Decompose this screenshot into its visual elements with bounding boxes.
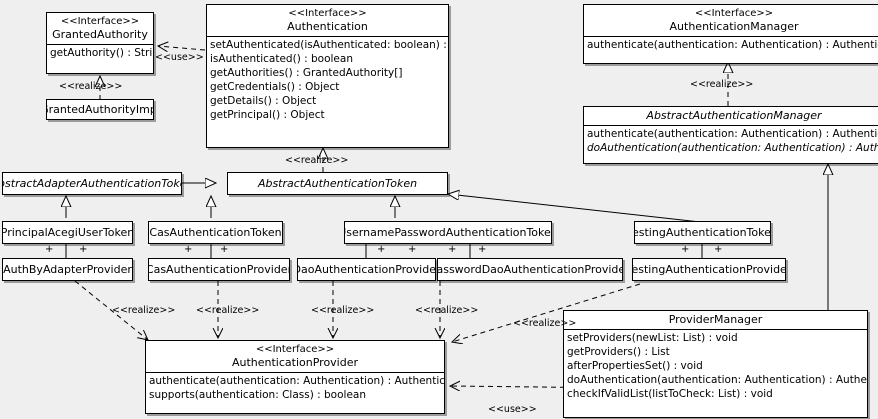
class-name: ProviderManager [668,313,763,326]
class-name: DaoAuthenticationProvider [297,262,436,276]
multiplicity-marker: + [184,244,193,255]
operations-compartment: setProviders(newList: List) : void getPr… [564,330,867,402]
class-name: PasswordDaoAuthenticationProvider [437,262,623,276]
operation-row: setProviders(newList: List) : void [567,332,738,344]
stereotype-label: <<Interface>> [60,16,140,27]
multiplicity-marker: + [45,244,54,255]
class-testing-authentication-provider[interactable]: TestingAuthenticationProvider [632,258,786,281]
operation-row: authenticate(authentication: Authenticat… [587,39,878,51]
edge-label-realize-auth-by-adapter-provider: <<realize>> [112,305,176,316]
class-username-password-authentication-token[interactable]: UsernamePasswordAuthenticationToken [344,221,552,244]
class-name: UsernamePasswordAuthenticationToken [344,225,552,239]
class-testing-authentication-token[interactable]: TestingAuthenticationToken [634,221,771,244]
operation-row: getDetails() : Object [210,95,317,107]
operation-row: supports(authentication: Class) : boolea… [149,389,366,401]
class-auth-by-adapter-provider[interactable]: AuthByAdapterProvider [2,258,133,281]
operations-compartment: authenticate(authentication: Authenticat… [146,373,444,403]
class-header: AbstractAuthenticationManager [584,107,878,126]
operation-row: checkIfValidList(listToCheck: List) : vo… [567,388,773,400]
operations-compartment: setAuthenticated(isAuthenticated: boolea… [207,37,448,123]
edge-label-realize-authtoken-authentication: <<realize>> [285,155,349,166]
operation-row: doAuthentication(authentication: Authent… [587,142,878,154]
class-header: <<Interface>> AuthenticationManager [584,5,878,37]
class-authentication-manager[interactable]: <<Interface>> AuthenticationManager auth… [583,4,878,64]
class-name: CasAuthenticationToken [149,225,282,239]
class-header: ProviderManager [564,311,867,330]
class-header: <<Interface>> AuthenticationProvider [146,341,444,373]
operations-compartment: getAuthority() : String [47,45,153,61]
edge-label-realize-password-dao-authentication-provider: <<realize>> [415,305,479,316]
multiplicity-marker: + [448,244,457,255]
multiplicity-marker: + [79,244,88,255]
multiplicity-marker: + [714,244,723,255]
class-cas-authentication-provider[interactable]: CasAuthenticationProvider [148,258,290,281]
class-name: GrantedAuthority [52,28,148,41]
operation-row: afterPropertiesSet() : void [567,360,703,372]
class-abstract-authentication-token[interactable]: AbstractAuthenticationToken [227,172,448,195]
class-name: AbstractAdapterAuthenticationToken [3,176,181,190]
class-name: AuthenticationProvider [231,356,359,369]
edge-label-realize-provider-manager: <<realize>> [513,318,577,329]
class-name: GrantedAuthorityImpl [46,102,154,116]
edge-label-use-authentication-grantedauthority: <<use>> [155,52,204,63]
edge-label-use-provider-manager: <<use>> [488,404,537,415]
multiplicity-marker: + [377,244,386,255]
class-password-dao-authentication-provider[interactable]: PasswordDaoAuthenticationProvider [437,258,623,281]
stereotype-label: <<Interface>> [694,8,774,19]
class-abstract-authentication-manager[interactable]: AbstractAuthenticationManager authentica… [583,106,878,164]
class-name: PrincipalAcegiUserToken [2,225,133,239]
operation-row: setAuthenticated(isAuthenticated: boolea… [210,39,449,51]
class-provider-manager[interactable]: ProviderManager setProviders(newList: Li… [563,310,868,418]
operation-row: getAuthority() : String [50,47,153,59]
edge-label-realize-dao-authentication-provider: <<realize>> [311,305,375,316]
class-name: AuthenticationManager [669,20,799,33]
operation-row: isAuthenticated() : boolean [210,53,353,65]
multiplicity-marker: + [478,244,487,255]
class-name: TestingAuthenticationProvider [632,262,786,276]
operation-row: getCredentials() : Object [210,81,340,93]
class-name: AbstractAuthenticationToken [257,176,418,190]
class-granted-authority-impl[interactable]: GrantedAuthorityImpl [46,99,154,120]
class-abstract-adapter-authentication-token[interactable]: AbstractAdapterAuthenticationToken [2,172,182,195]
class-name: CasAuthenticationProvider [148,262,290,276]
operation-row: doAuthentication(authentication: Authent… [567,374,867,386]
class-cas-authentication-token[interactable]: CasAuthenticationToken [148,221,283,244]
multiplicity-marker: + [220,244,229,255]
class-header: <<Interface>> Authentication [207,5,448,37]
class-name: AbstractAuthenticationManager [646,109,822,122]
edge-label-realize-cas-authentication-provider: <<realize>> [196,305,260,316]
class-name: AuthByAdapterProvider [3,262,132,276]
operation-row: authenticate(authentication: Authenticat… [587,128,878,140]
operations-compartment: authenticate(authentication: Authenticat… [584,37,878,53]
edge-label-realize-grantedauthorityimpl: <<realize>> [59,81,123,92]
class-granted-authority[interactable]: <<Interface>> GrantedAuthority getAuthor… [46,12,154,74]
class-principal-acegi-user-token[interactable]: PrincipalAcegiUserToken [2,221,133,244]
class-name: TestingAuthenticationToken [634,225,771,239]
multiplicity-marker: + [681,244,690,255]
class-authentication-provider[interactable]: <<Interface>> AuthenticationProvider aut… [145,340,445,414]
operations-compartment: authenticate(authentication: Authenticat… [584,126,878,156]
class-name: Authentication [287,20,368,33]
operation-row: getAuthorities() : GrantedAuthority[] [210,67,403,79]
operation-row: authenticate(authentication: Authenticat… [149,375,445,387]
class-authentication[interactable]: <<Interface>> Authentication setAuthenti… [206,4,449,148]
class-dao-authentication-provider[interactable]: DaoAuthenticationProvider [297,258,436,281]
multiplicity-marker: + [408,244,417,255]
edge-label-realize-abstract-authentication-manager: <<realize>> [690,79,754,90]
operation-row: getProviders() : List [567,346,670,358]
operation-row: getPrincipal() : Object [210,109,325,121]
class-header: <<Interface>> GrantedAuthority [47,13,153,45]
stereotype-label: <<Interface>> [255,344,335,355]
stereotype-label: <<Interface>> [288,8,367,19]
